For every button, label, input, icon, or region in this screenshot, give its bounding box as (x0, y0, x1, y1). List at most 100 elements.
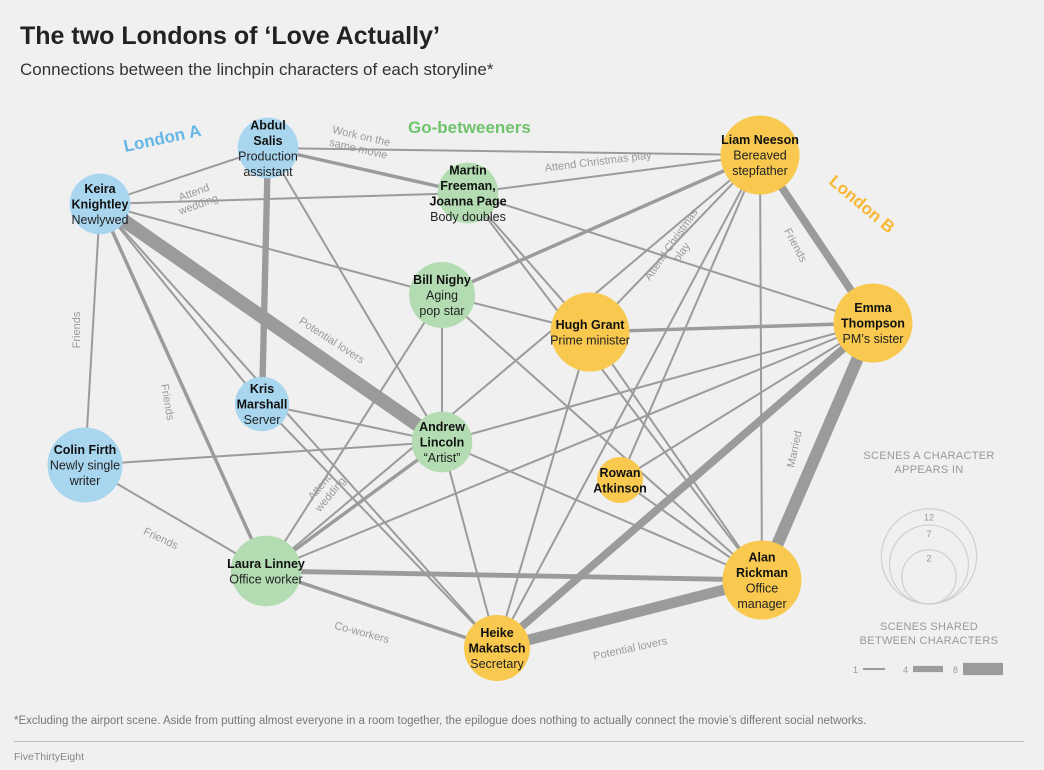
node-circle-laura (230, 535, 302, 607)
footnote: *Excluding the airport scene. Aside from… (14, 715, 867, 727)
node-label-kris: Server (244, 413, 281, 427)
node-circle-hugh (550, 292, 630, 372)
group-label-go-betweeners: Go-betweeners (408, 118, 531, 137)
edge-keira-bill (99, 203, 443, 296)
edge-liam-hugh (589, 154, 761, 333)
edge-keira-martin (99, 192, 469, 205)
node-label-laura: Laura Linney (227, 557, 305, 571)
edge-label-heike-alan: Potential lovers (592, 635, 669, 662)
legend-size-value: 2 (926, 554, 931, 564)
node-circle-heike (464, 615, 530, 681)
node-circle-keira (69, 173, 131, 235)
edge-colin-andrew (84, 441, 443, 466)
legend-width-value: 8 (953, 665, 958, 675)
edge-label-laura-heike: Co-workers (333, 620, 391, 646)
legend-size-title: SCENES A CHARACTER (863, 450, 994, 462)
chart-title: The two Londons of ‘Love Actually’ (20, 22, 440, 50)
node-circle-abdul (237, 117, 299, 179)
node-label-kris: Marshall (237, 398, 288, 412)
edge-abdul-andrew (267, 147, 443, 443)
node-label-heike: Makatsch (469, 642, 526, 656)
edge-emma-heike (494, 320, 876, 651)
node-circle-rowan (597, 457, 643, 503)
node-label-andrew: Lincoln (420, 436, 464, 450)
edge-emma-hugh (589, 321, 874, 334)
node-label-colin: Newly single (50, 459, 120, 473)
node-label-heike: Heike (480, 626, 513, 640)
edge-laura-emma (265, 322, 874, 572)
node-label-emma: Emma (854, 301, 893, 315)
edge-bill-laura (265, 294, 443, 572)
node-label-bill: Aging (426, 289, 458, 303)
edge-keira-colin (84, 203, 101, 466)
edge-andrew-emma (441, 322, 874, 443)
edge-bill-liam (441, 153, 761, 297)
node-label-alan: manager (737, 597, 786, 611)
edge-label-keira-colin: Friends (71, 311, 83, 348)
legend-size-value: 12 (924, 513, 934, 523)
node-label-hugh: Prime minister (550, 333, 630, 347)
node-circle-andrew (411, 411, 473, 473)
edge-andrew-alan (441, 441, 763, 581)
node-label-martin: Martin (449, 163, 487, 177)
edge-label-liam-emma: Friends (781, 226, 809, 264)
legend-width-value: 1 (853, 665, 858, 675)
edge-label-liam-rowan: Attend Christmasplay (642, 206, 711, 290)
edge-hugh-heike (496, 331, 591, 649)
node-circle-kris (234, 376, 290, 432)
node-label-abdul: assistant (243, 165, 293, 179)
edge-abdul-kris (258, 147, 272, 405)
node-label-martin: Freeman, (440, 179, 496, 193)
edge-laura-alan (265, 568, 763, 583)
edge-keira-laura (98, 203, 268, 572)
group-label-london-a: London A (122, 121, 203, 156)
edge-label-emma-alan: Married (785, 430, 804, 469)
node-label-liam: Liam Neeson (721, 133, 799, 147)
chart-subtitle: Connections between the linchpin charact… (20, 60, 494, 79)
network-diagram: Potential loversAttendweddingFriendsFrie… (47, 115, 1003, 681)
node-label-andrew: “Artist” (424, 451, 461, 465)
node-label-keira: Newlywed (72, 213, 129, 227)
node-circle-liam (720, 115, 800, 195)
edge-abdul-martin (267, 146, 469, 195)
edge-label-colin-laura: Friends (141, 526, 180, 553)
edge-keira-andrew (96, 198, 446, 448)
node-label-liam: stepfather (732, 164, 788, 178)
node-label-keira: Keira (84, 182, 116, 196)
node-label-martin: Body doubles (430, 210, 506, 224)
node-label-abdul: Abdul (250, 118, 285, 132)
node-label-abdul: Salis (253, 134, 282, 148)
legend-size-title: APPEARS IN (894, 464, 963, 476)
edge-liam-heike (496, 154, 761, 649)
edge-kris-andrew (261, 403, 443, 443)
node-label-abdul: Production (238, 149, 298, 163)
node-label-rowan: Rowan (600, 466, 641, 480)
node-label-martin: Joanna Page (429, 194, 506, 208)
node-circle-alan (722, 540, 802, 620)
legend-width-title: SCENES SHARED (880, 621, 978, 633)
edge-keira-kris (99, 203, 263, 405)
node-label-liam: Bereaved (733, 149, 787, 163)
node-label-alan: Alan (748, 550, 775, 564)
node-label-emma: PM’s sister (843, 332, 904, 346)
divider (14, 741, 1024, 742)
node-circle-emma (833, 283, 913, 363)
edge-kris-heike (261, 403, 498, 649)
node-label-hugh: Hugh Grant (556, 318, 626, 332)
edge-laura-liam (265, 154, 761, 572)
edge-emma-rowan (619, 322, 874, 481)
node-label-alan: Office (746, 581, 778, 595)
edge-hugh-alan (589, 331, 763, 581)
edge-label-keira-laura: Friends (158, 383, 176, 422)
node-circle-martin (437, 162, 499, 224)
